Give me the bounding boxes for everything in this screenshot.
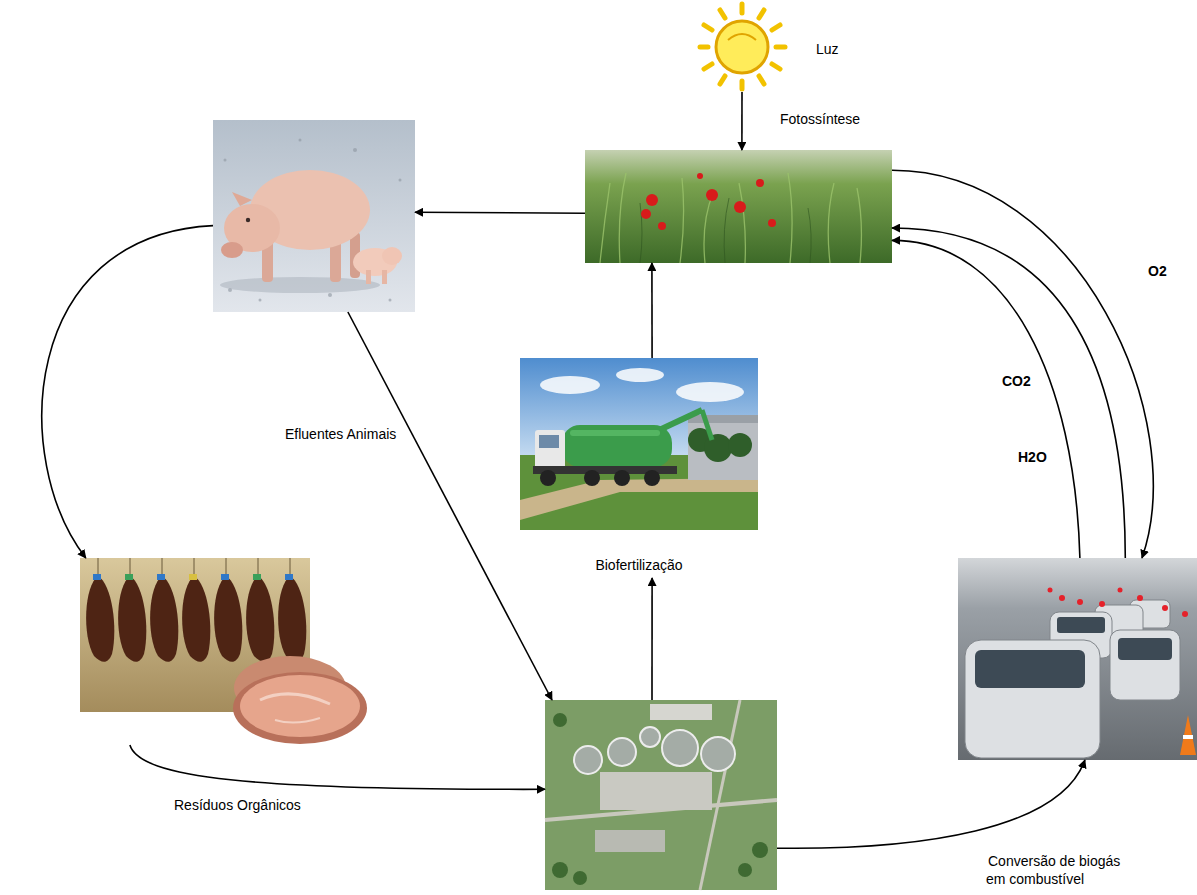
photo-node <box>213 120 415 312</box>
sun-icon <box>700 4 785 89</box>
connector-arrow <box>892 228 1125 558</box>
truck-photo <box>520 358 758 530</box>
photo-node <box>958 558 1197 760</box>
edge-label: O2 <box>1146 263 1169 279</box>
connector-arrow <box>651 578 653 700</box>
plant-photo <box>545 700 777 890</box>
ham-photo <box>80 558 367 744</box>
traffic-photo <box>958 558 1197 760</box>
sun-node: Luz <box>700 4 850 92</box>
node-label: Biofertilização <box>595 557 682 573</box>
node-label: Luz <box>816 41 839 57</box>
edge-label: Efluentes Animais <box>283 426 398 442</box>
pig-photo <box>213 120 415 312</box>
edge-label: Resíduos Orgânicos <box>172 797 303 813</box>
connector-arrow <box>892 170 1153 558</box>
photo-node: Biofertilização <box>520 358 758 578</box>
photo-node <box>545 700 777 890</box>
photo-node <box>585 150 892 263</box>
connector-arrow <box>741 92 743 150</box>
edge-label: Conversão de biogás em combustível <box>986 853 1120 887</box>
connector-arrow <box>415 212 585 213</box>
connector-arrow <box>42 226 213 558</box>
connector-arrow <box>348 312 552 700</box>
edge-label: H2O <box>1016 449 1049 465</box>
field-photo <box>585 150 892 263</box>
edge-label: Fotossíntese <box>778 111 862 127</box>
connector-arrow <box>777 760 1085 848</box>
connector-arrow <box>651 263 653 358</box>
photo-node <box>80 558 370 745</box>
connector-arrow <box>892 240 1080 558</box>
connector-arrow <box>130 745 545 789</box>
edge-label: CO2 <box>1000 373 1033 389</box>
